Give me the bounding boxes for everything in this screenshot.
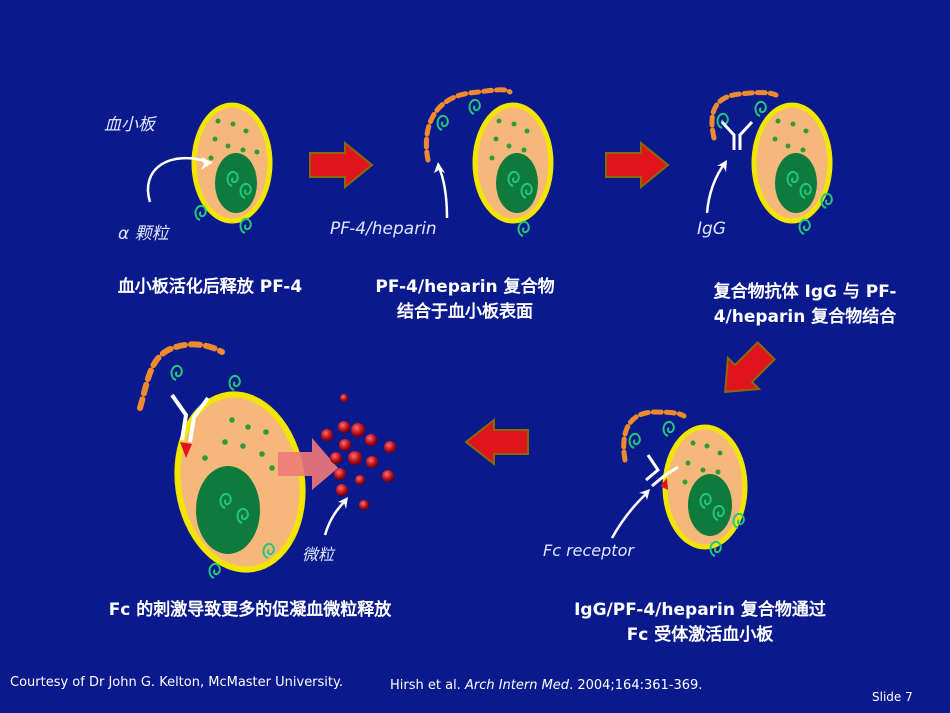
label-fc-receptor: Fc receptor	[543, 541, 634, 560]
caption-step-5-text: Fc 的刺激导致更多的促凝血微粒释放	[108, 600, 392, 620]
caption-step-4-line2: Fc 受体激活血小板	[626, 625, 774, 645]
caption-step-2-line2: 结合于血小板表面	[397, 302, 533, 322]
igg-antibody-5	[170, 393, 210, 443]
citation-journal: Arch Intern Med	[464, 678, 570, 693]
platelet-1	[146, 102, 273, 234]
microparticles	[321, 394, 396, 536]
footer-citation: Hirsh et al. Arch Intern Med. 2004;164:3…	[390, 678, 702, 693]
label-platelet: 血小板	[104, 115, 155, 135]
igg-antibody-4	[645, 454, 679, 488]
caption-step-5: Fc 的刺激导致更多的促凝血微粒释放	[60, 598, 440, 623]
caption-step-2: PF-4/heparin 复合物 结合于血小板表面	[350, 275, 580, 325]
caption-step-3-line2: 4/heparin 复合物结合	[713, 307, 897, 327]
arrow-step-3-4	[724, 340, 777, 393]
platelet-5	[137, 341, 338, 579]
caption-step-3: 复合物抗体 IgG 与 PF- 4/heparin 复合物结合	[680, 280, 930, 330]
igg-antibody-3	[720, 120, 754, 150]
citation-rest: . 2004;164:361-369.	[569, 678, 703, 693]
arrow-step-2-3	[605, 140, 670, 190]
caption-step-1-text: 血小板活化后释放 PF-4	[117, 277, 303, 297]
caption-step-4: IgG/PF-4/heparin 复合物通过 Fc 受体激活血小板	[540, 598, 860, 648]
platelet-3	[705, 90, 833, 235]
caption-step-3-line1: 复合物抗体 IgG 与 PF-	[713, 282, 897, 302]
label-pf4-heparin: PF-4/heparin	[330, 219, 437, 239]
label-igg: IgG	[697, 219, 726, 239]
arrow-step-1-2	[309, 140, 374, 190]
citation-authors: Hirsh et al.	[390, 678, 465, 693]
label-microparticle: 微粒	[302, 545, 335, 564]
label-alpha-granule: α 颗粒	[118, 224, 169, 244]
slide-number: Slide 7	[872, 690, 913, 704]
microparticle-release-arrow	[278, 438, 338, 490]
caption-step-2-line1: PF-4/heparin 复合物	[375, 277, 555, 297]
footer-courtesy: Courtesy of Dr John G. Kelton, McMaster …	[10, 675, 343, 690]
caption-step-4-line1: IgG/PF-4/heparin 复合物通过	[574, 600, 826, 620]
platelet-2	[423, 87, 554, 237]
fc-receptor-4	[660, 478, 668, 490]
platelet-4	[610, 409, 748, 557]
caption-step-1: 血小板活化后释放 PF-4	[80, 275, 340, 300]
arrow-step-4-5	[464, 417, 529, 467]
fc-receptor-5	[180, 442, 192, 458]
